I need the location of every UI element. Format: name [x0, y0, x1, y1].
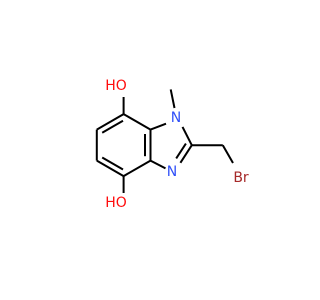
bond-c2-n3-inner — [175, 143, 187, 159]
bond-c4-c5-inner — [101, 156, 124, 171]
bond-c3a-c4 — [123, 159, 151, 177]
hydroxyl-bottom-label: HO — [105, 195, 127, 211]
bond-c7-c7a — [123, 113, 151, 131]
bond-n1-c2 — [181, 126, 193, 146]
bond-c6-c7-inner — [101, 119, 124, 134]
bond-n1-methyl — [169, 89, 176, 109]
nitrogen-3-label: N — [167, 164, 177, 180]
bromine-label: Br — [233, 170, 249, 186]
bond-c6-c7 — [96, 113, 125, 131]
bond-c4-c5 — [96, 159, 125, 177]
bond-ch2-br — [221, 144, 234, 164]
bond-n3-c3a — [150, 159, 166, 170]
hydroxyl-top-label: HO — [105, 78, 127, 94]
nitrogen-1-label: N — [171, 110, 181, 126]
bond-c7a-n1 — [150, 122, 167, 131]
bond-c2-n3 — [179, 144, 193, 164]
molecule-structure: HO N N Br HO — [95, 78, 249, 211]
